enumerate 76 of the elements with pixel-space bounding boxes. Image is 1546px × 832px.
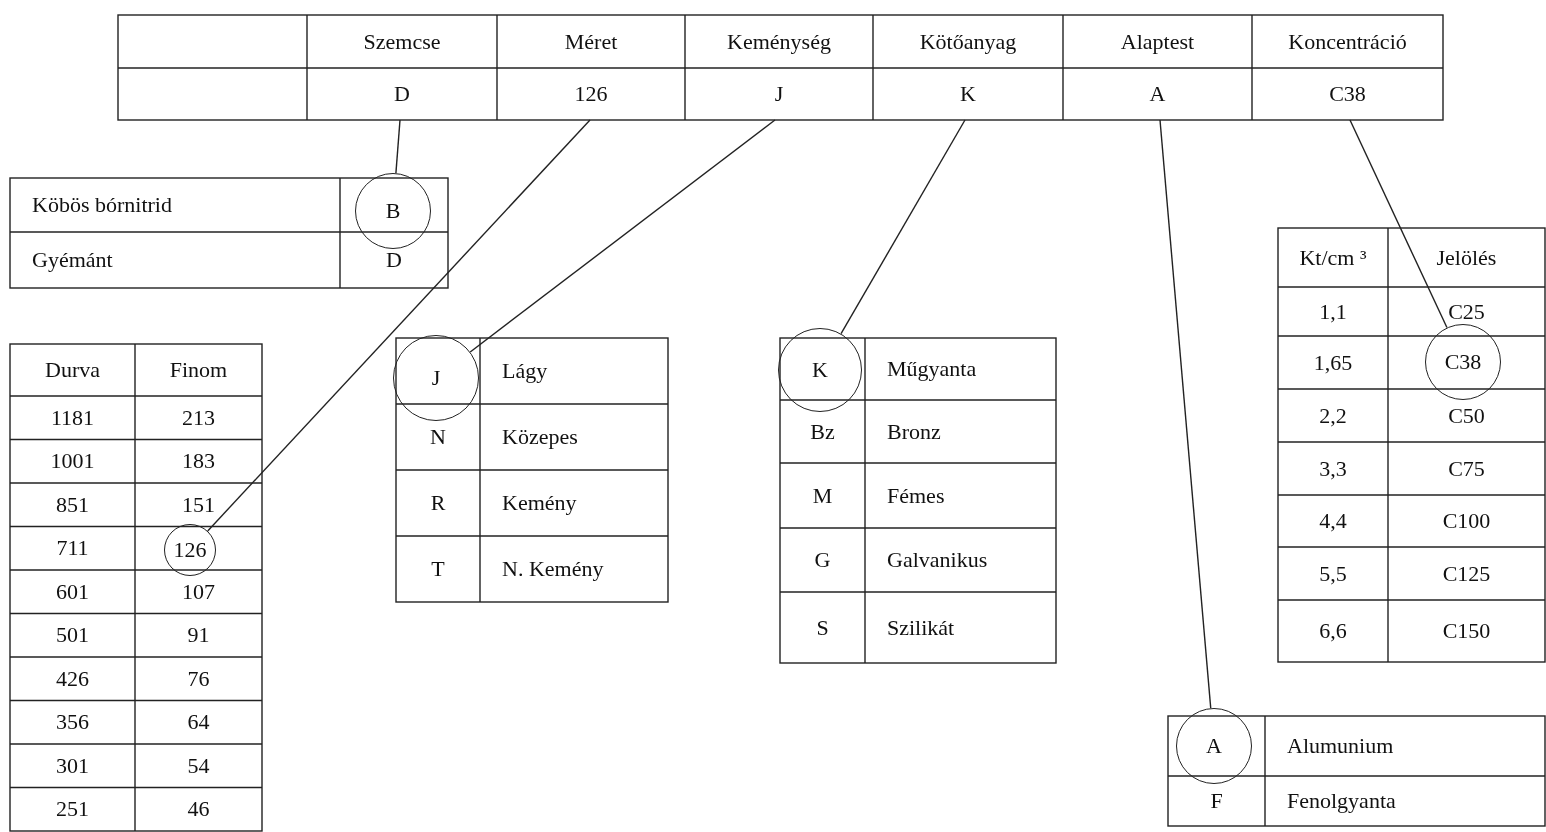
table-value: Bz [809, 417, 836, 446]
column-header: Alaptest [1119, 27, 1196, 56]
table-value: 5,5 [1318, 559, 1348, 588]
table-value: C100 [1441, 507, 1492, 535]
leader-line [840, 119, 966, 335]
table-value: D [385, 246, 403, 274]
code-value: C38 [1252, 68, 1443, 120]
table-value: N [429, 423, 447, 451]
table-value: G [813, 546, 832, 574]
table-value: 251 [55, 795, 90, 824]
table-value: Kemény [501, 489, 578, 517]
column-header: Kötőanyag [918, 27, 1018, 56]
table-value: 1001 [49, 447, 96, 476]
table-value: 4,4 [1318, 507, 1348, 535]
code-value: J [685, 68, 873, 120]
table-value: 711 [55, 534, 90, 563]
table-value: 601 [55, 577, 90, 606]
table-value: M [811, 481, 834, 510]
table-value: 213 [181, 403, 216, 432]
table-value: 1,1 [1318, 297, 1348, 326]
table-value: 107 [181, 577, 216, 606]
table-value: 151 [181, 490, 216, 519]
table-value: Galvanikus [886, 546, 989, 574]
table-value: 426 [55, 664, 90, 693]
table-value: C75 [1447, 454, 1486, 483]
column-header: Durva [44, 356, 101, 384]
table-value: 2,2 [1318, 401, 1348, 430]
table-value: 1181 [49, 403, 96, 432]
code-value: 126 [497, 68, 685, 120]
code-value: A [1063, 68, 1252, 120]
table-value: Alumunium [1286, 732, 1395, 760]
leader-line [207, 119, 591, 532]
table-value: Köbös bórnitrid [31, 191, 173, 219]
column-header: Jelölés [1435, 243, 1498, 272]
table-value: Fenolgyanta [1286, 787, 1397, 815]
table-value: R [429, 489, 447, 517]
table-value: 851 [55, 490, 90, 519]
table-value: Lágy [501, 357, 549, 385]
table-value: N. Kemény [501, 555, 605, 583]
leader-line [395, 119, 401, 174]
table-value: 501 [55, 621, 90, 650]
table-value: 301 [55, 751, 90, 780]
table-value: 356 [55, 708, 90, 737]
table-value: C150 [1441, 617, 1492, 645]
table-value: 64 [186, 708, 211, 737]
column-header: Koncentráció [1287, 27, 1408, 56]
column-header: Szemcse [362, 27, 442, 56]
table-value: S [815, 613, 830, 642]
table-value: Gyémánt [31, 246, 114, 274]
leader-line [1349, 119, 1448, 329]
table-value: Műgyanta [886, 355, 978, 383]
table-value: 91 [186, 621, 211, 650]
table-value: C50 [1447, 401, 1486, 430]
leader-line [469, 119, 776, 353]
table-value: 183 [181, 447, 216, 476]
table-value: Szilikát [886, 613, 956, 642]
column-header: Kt/cm ³ [1298, 243, 1368, 272]
table-value: C25 [1447, 297, 1486, 326]
table-value: F [1209, 787, 1224, 815]
column-header: Keménység [726, 27, 832, 56]
leader-line [1159, 119, 1212, 709]
column-header: Finom [168, 356, 229, 384]
table-value: Bronz [886, 417, 942, 446]
table-value: Fémes [886, 481, 946, 510]
table-value: 76 [186, 664, 211, 693]
table-value: 6,6 [1318, 617, 1348, 645]
table-value: 1,65 [1312, 348, 1354, 377]
code-value: D [307, 68, 497, 120]
table-value: 46 [186, 795, 211, 824]
table-value: Közepes [501, 423, 579, 451]
table-value: 3,3 [1318, 454, 1348, 483]
code-value: K [873, 68, 1063, 120]
table-value: C125 [1441, 559, 1492, 588]
table-value: 54 [186, 751, 211, 780]
table-value: T [430, 555, 446, 583]
column-header: Méret [563, 27, 619, 56]
